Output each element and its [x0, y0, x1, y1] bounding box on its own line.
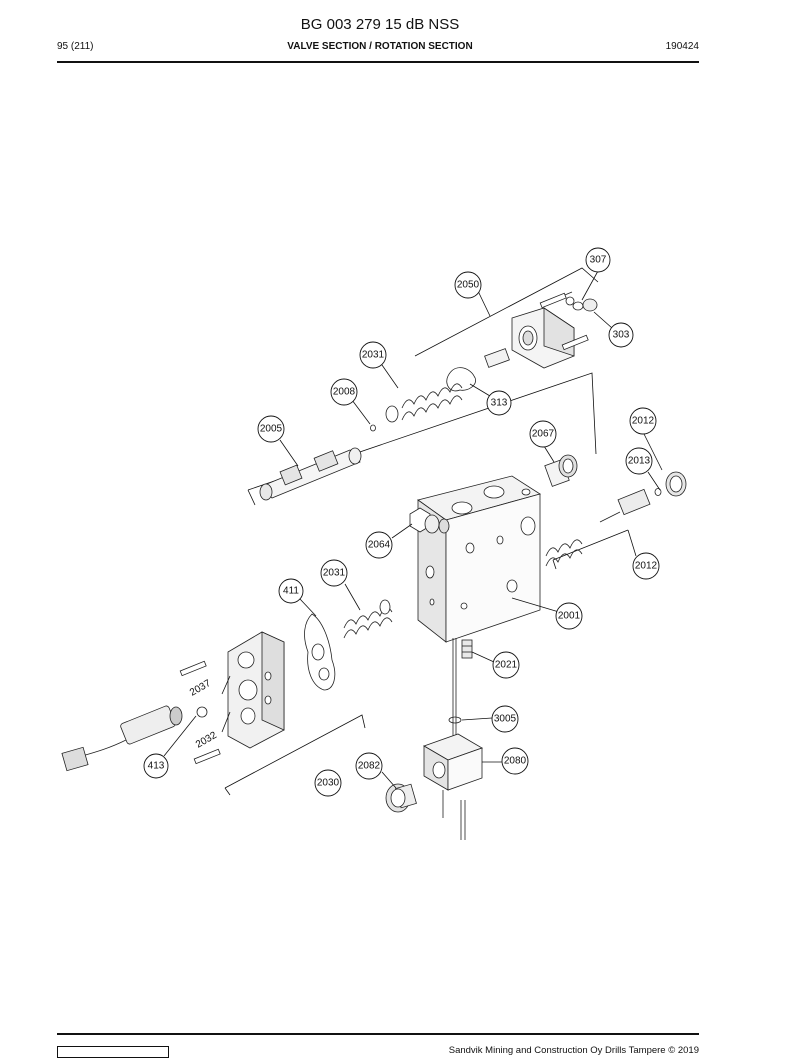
callout-label: 2013 [628, 456, 651, 467]
part-plug-2082 [385, 783, 417, 813]
label-2032: 2032 [194, 730, 219, 751]
part-cover-2050 [484, 291, 598, 369]
callout-label: 3005 [494, 714, 517, 725]
callout-2012-top: 2012 [629, 407, 657, 435]
part-gasket-411 [304, 613, 336, 691]
part-solenoid-413 [61, 705, 208, 772]
callout-3005: 3005 [491, 705, 519, 733]
callout-2082: 2082 [355, 752, 383, 780]
company-logo [57, 1046, 169, 1058]
bracket-2012 [552, 529, 629, 561]
callout-label: 2064 [368, 540, 391, 551]
callout-2008: 2008 [330, 378, 358, 406]
callout-label: 2001 [558, 611, 581, 622]
bracket-2050 [414, 267, 599, 357]
part-connecting-line [442, 638, 466, 840]
part-relief-valve-2012 [545, 471, 687, 567]
part-screws [179, 660, 221, 765]
part-actuator-2030 [227, 631, 285, 749]
leader-lines [163, 270, 663, 789]
callout-label: 2030 [317, 778, 340, 789]
callout-2064: 2064 [365, 531, 393, 559]
callout-2067: 2067 [529, 420, 557, 448]
callout-label: 2021 [495, 660, 518, 671]
callout-411: 411 [278, 578, 304, 604]
part-seal-313 [446, 367, 476, 392]
callout-2030: 2030 [314, 769, 342, 797]
bracket-valve-spool-bottom [247, 489, 256, 506]
callout-2021: 2021 [492, 651, 520, 679]
callout-2012-bottom: 2012 [632, 552, 660, 580]
callout-2031-bottom: 2031 [320, 559, 348, 587]
callout-label: 2008 [333, 387, 356, 398]
page-number: 95 (211) [57, 41, 94, 52]
group-brackets [224, 267, 629, 796]
part-spring-2031-top [370, 383, 463, 432]
callout-2013: 2013 [625, 447, 653, 475]
footer-copyright: Sandvik Mining and Construction Oy Drill… [448, 1045, 699, 1056]
callout-307: 307 [585, 247, 611, 273]
callout-2001: 2001 [555, 602, 583, 630]
section-title: VALVE SECTION / ROTATION SECTION [287, 41, 473, 52]
callout-label: 413 [148, 761, 165, 772]
footer-divider [57, 1033, 699, 1035]
bracket-2030 [224, 714, 366, 789]
callout-label: 2067 [532, 429, 555, 440]
callout-2080: 2080 [501, 747, 529, 775]
callout-label: 2050 [457, 280, 480, 291]
callout-label: 313 [491, 398, 508, 409]
part-spool-2005 [259, 447, 362, 501]
callout-label: 2005 [260, 424, 283, 435]
callout-413: 413 [143, 753, 169, 779]
callout-label: 2080 [504, 756, 527, 767]
bracket-valve-spool [247, 372, 597, 491]
bracket-2012-end [552, 559, 557, 570]
callout-label: 303 [613, 330, 630, 341]
part-plug-2021 [461, 639, 473, 659]
callout-label: 2031 [362, 350, 385, 361]
label-2037: 2037 [188, 678, 213, 699]
document-title: BG 003 279 15 dB NSS [300, 16, 460, 33]
callout-303: 303 [608, 322, 634, 348]
part-block-2080 [423, 733, 483, 791]
document-date: 190424 [665, 41, 699, 52]
callout-label: 307 [590, 255, 607, 266]
callout-2005: 2005 [257, 415, 285, 443]
part-valve-block-2001 [417, 475, 541, 643]
callout-label: 411 [283, 586, 299, 597]
callout-2050: 2050 [454, 271, 482, 299]
part-spring-2031-bottom [343, 599, 393, 639]
callout-label: 2012 [632, 416, 655, 427]
part-plug-2067 [544, 454, 578, 487]
bracket-2030-end [224, 787, 231, 796]
callout-313: 313 [486, 390, 512, 416]
callout-label: 2082 [358, 761, 381, 772]
callout-label: 2012 [635, 561, 658, 572]
header-divider [57, 61, 699, 63]
part-fitting-2064 [409, 507, 450, 534]
callout-2031-top: 2031 [359, 341, 387, 369]
callout-label: 2031 [323, 568, 346, 579]
